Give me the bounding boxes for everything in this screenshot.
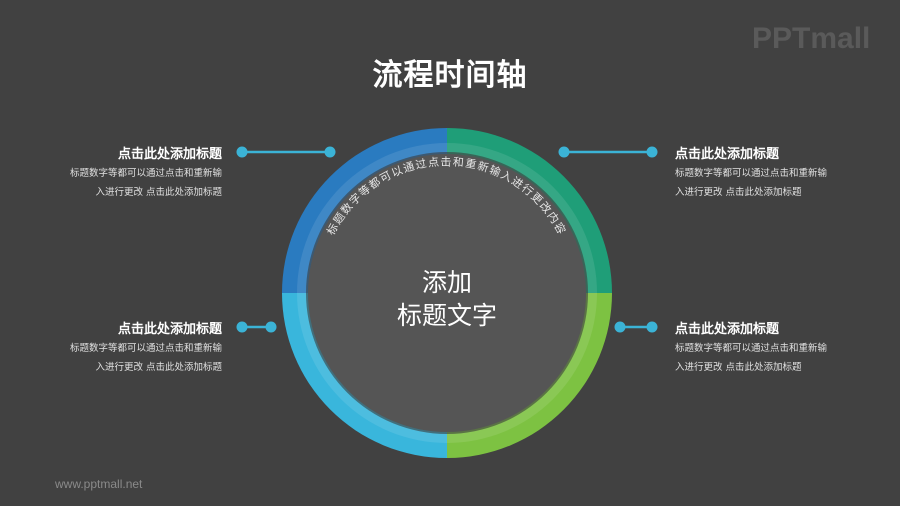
item-desc-line1: 标题数字等都可以通过点击和重新输 — [675, 168, 828, 179]
item-title: 点击此处添加标题 — [117, 147, 222, 162]
footer-url[interactable]: www.pptmall.net — [55, 477, 143, 491]
item-desc-line2: 入进行更改 点击此处添加标题 — [675, 362, 802, 373]
item-title: 点击此处添加标题 — [117, 322, 222, 337]
item-title: 点击此处添加标题 — [675, 147, 780, 162]
item-desc-line1: 标题数字等都可以通过点击和重新输 — [69, 168, 222, 179]
center-title: 添加 标题文字 — [347, 266, 547, 332]
item-desc-line2: 入进行更改 点击此处添加标题 — [95, 187, 222, 198]
item-bottom-left: 点击此处添加标题 标题数字等都可以通过点击和重新输 入进行更改 点击此处添加标题 — [22, 321, 222, 377]
item-top-right: 点击此处添加标题 标题数字等都可以通过点击和重新输 入进行更改 点击此处添加标题 — [675, 146, 875, 202]
connector-bottom-right — [614, 321, 658, 333]
center-title-line2: 标题文字 — [396, 301, 497, 330]
item-desc-line1: 标题数字等都可以通过点击和重新输 — [675, 343, 828, 354]
item-title: 点击此处添加标题 — [675, 322, 780, 337]
connector-top-left — [236, 146, 336, 158]
item-desc-line2: 入进行更改 点击此处添加标题 — [675, 187, 802, 198]
connector-top-right — [558, 146, 658, 158]
center-disk — [308, 154, 586, 432]
item-top-left: 点击此处添加标题 标题数字等都可以通过点击和重新输 入进行更改 点击此处添加标题 — [22, 146, 222, 202]
page-title: 流程时间轴 — [372, 58, 528, 93]
pptmall-logo: PPTmall — [752, 22, 871, 55]
center-title-line1: 添加 — [421, 268, 472, 297]
item-desc-line2: 入进行更改 点击此处添加标题 — [95, 362, 222, 373]
item-bottom-right: 点击此处添加标题 标题数字等都可以通过点击和重新输 入进行更改 点击此处添加标题 — [675, 321, 875, 377]
item-desc-line1: 标题数字等都可以通过点击和重新输 — [69, 343, 222, 354]
connector-bottom-left — [236, 321, 277, 333]
